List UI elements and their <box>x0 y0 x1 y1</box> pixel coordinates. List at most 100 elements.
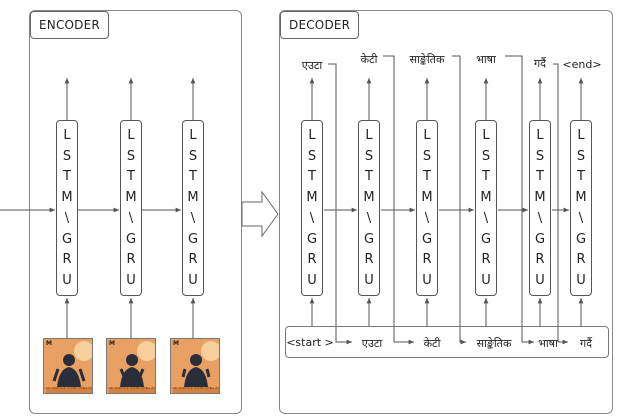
cell-letter: M <box>187 190 199 206</box>
cell-letter: T <box>189 169 197 185</box>
cell-letter: R <box>62 252 72 268</box>
frame-caption: ঢাকা আন্তর্জাতিক প্রতিবন্ধী চলচ্চিত্র উৎ… <box>172 386 220 390</box>
cell-letter: \ <box>190 210 196 226</box>
cell-letter: L <box>189 127 197 143</box>
decoder-input-word-3: केटी <box>423 337 441 350</box>
cell-letter: U <box>576 273 586 289</box>
decoder-input-word-6: गर्दै <box>579 337 593 350</box>
decoder-output-word-2: केटी <box>360 53 378 66</box>
cell-letter: L <box>536 127 544 143</box>
cell-letter: M <box>575 190 587 206</box>
cell-letter: T <box>308 169 316 185</box>
cell-letter: S <box>576 148 586 164</box>
cell-letter: T <box>63 169 71 185</box>
signer-image <box>44 339 92 393</box>
cell-letter: R <box>422 252 432 268</box>
cell-letter: G <box>61 231 73 247</box>
decoder-title: DECODER <box>280 11 360 39</box>
cell-letter: R <box>576 252 586 268</box>
cell-letter: R <box>307 252 317 268</box>
cell-letter: R <box>535 252 545 268</box>
cell-letter: \ <box>309 210 315 226</box>
cell-letter: M <box>480 190 492 206</box>
cell-letter: S <box>364 148 374 164</box>
cell-letter: \ <box>424 210 430 226</box>
sign-frame-3: M ঢাকা আন্তর্জাতিক প্রতিবন্ধী চলচ্চিত্র … <box>170 338 220 394</box>
cell-letter: U <box>188 273 198 289</box>
cell-letter: L <box>308 127 316 143</box>
cell-letter: U <box>364 273 374 289</box>
cell-letter: T <box>365 169 373 185</box>
frame-caption: ঢাকা আন্তর্জাতিক প্রতিবন্ধী চলচ্চিত্র উৎ… <box>108 386 156 390</box>
cell-letter: S <box>62 148 72 164</box>
decoder-input-word-4: साङ्केतिक <box>476 337 512 350</box>
frame-corner-label: M <box>109 340 115 347</box>
cell-letter: \ <box>483 210 489 226</box>
cell-letter: \ <box>578 210 584 226</box>
cell-letter: L <box>482 127 490 143</box>
cell-letter: R <box>188 252 198 268</box>
decoder-output-word-6: <end> <box>562 58 602 71</box>
decoder-input-word-2: एउटा <box>361 337 383 350</box>
cell-letter: R <box>126 252 136 268</box>
transition-arrow <box>241 190 279 238</box>
cell-letter: G <box>363 231 375 247</box>
cell-letter: U <box>535 273 545 289</box>
frame-caption: ঢাকা আন্তর্জাতিক প্রতিবন্ধী চলচ্চিত্র উৎ… <box>45 386 93 390</box>
cell-letter: U <box>126 273 136 289</box>
cell-letter: S <box>422 148 432 164</box>
cell-letter: G <box>306 231 318 247</box>
cell-letter: \ <box>366 210 372 226</box>
cell-letter: M <box>125 190 137 206</box>
cell-letter: G <box>187 231 199 247</box>
cell-letter: G <box>534 231 546 247</box>
decoder-output-word-3: साङ्केतिक <box>409 53 445 66</box>
cell-letter: G <box>575 231 587 247</box>
cell-letter: U <box>307 273 317 289</box>
cell-letter: \ <box>537 210 543 226</box>
cell-letter: M <box>421 190 433 206</box>
cell-letter: \ <box>128 210 134 226</box>
cell-letter: L <box>127 127 135 143</box>
cell-letter: R <box>364 252 374 268</box>
cell-letter: T <box>482 169 490 185</box>
cell-letter: S <box>535 148 545 164</box>
cell-letter: U <box>481 273 491 289</box>
signer-image <box>171 339 219 393</box>
cell-letter: U <box>422 273 432 289</box>
decoder-output-word-1: एउटा <box>301 59 323 72</box>
signer-image <box>107 339 155 393</box>
cell-letter: R <box>481 252 491 268</box>
cell-letter: S <box>126 148 136 164</box>
sign-frame-2: M ঢাকা আন্তর্জাতিক প্রতিবন্ধী চলচ্চিত্র … <box>106 338 156 394</box>
cell-letter: M <box>363 190 375 206</box>
decoder-output-word-5: गर्दै <box>533 57 547 70</box>
cell-letter: G <box>125 231 137 247</box>
cell-letter: U <box>62 273 72 289</box>
cell-letter: M <box>306 190 318 206</box>
cell-letter: S <box>307 148 317 164</box>
decoder-output-word-4: भाषा <box>476 53 496 66</box>
cell-letter: T <box>423 169 431 185</box>
cell-letter: T <box>127 169 135 185</box>
cell-letter: L <box>577 127 585 143</box>
frame-corner-label: M <box>173 340 179 347</box>
cell-letter: L <box>63 127 71 143</box>
cell-letter: M <box>534 190 546 206</box>
decoder-input-sequence <box>285 326 609 358</box>
sign-frame-1: M ঢাকা আন্তর্জাতিক প্রতিবন্ধী চলচ্চিত্র … <box>43 338 93 394</box>
cell-letter: S <box>481 148 491 164</box>
cell-letter: G <box>480 231 492 247</box>
cell-letter: T <box>577 169 585 185</box>
cell-letter: S <box>188 148 198 164</box>
cell-letter: G <box>421 231 433 247</box>
